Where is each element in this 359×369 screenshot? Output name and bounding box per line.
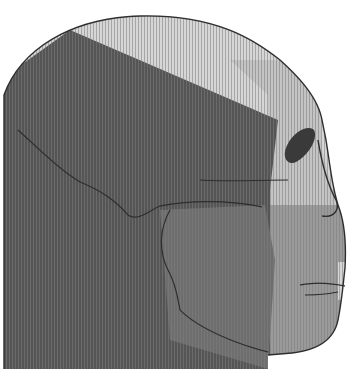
- skull-profile-figure: [0, 0, 359, 369]
- head-fill-group: [0, 0, 359, 369]
- skull-profile-svg: [0, 0, 359, 369]
- line-texture: [0, 0, 359, 369]
